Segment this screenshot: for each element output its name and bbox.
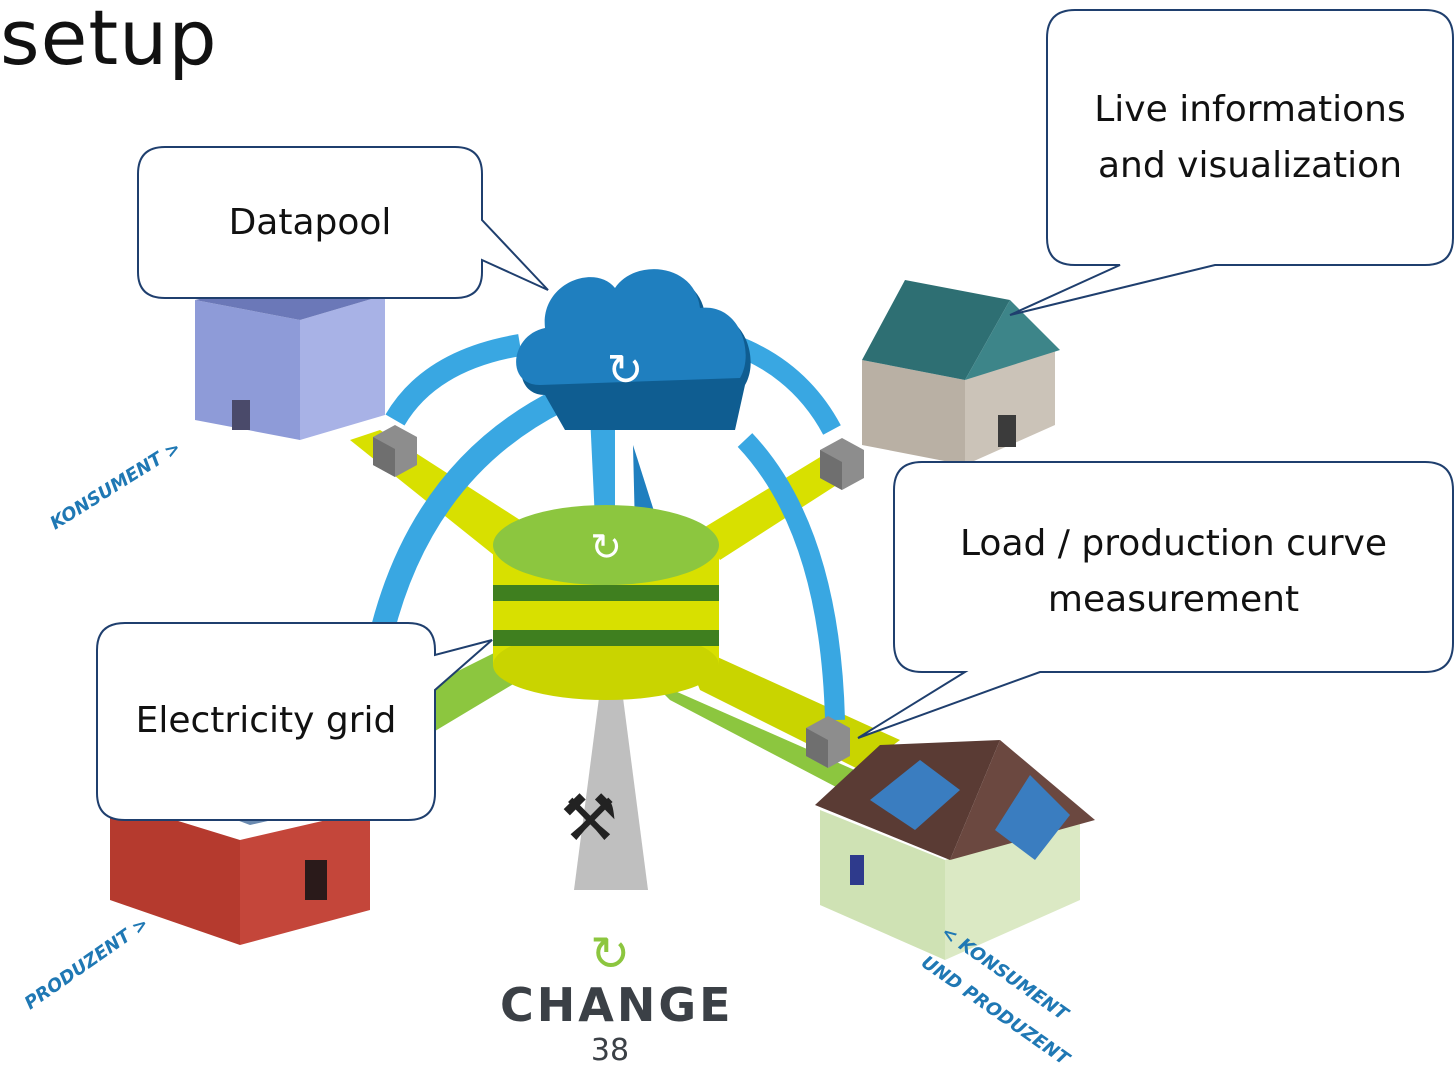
callout-load-bubble bbox=[857, 461, 1454, 739]
brand-name: CHANGE bbox=[500, 978, 734, 1032]
spoke-green-solarhouse bbox=[650, 680, 900, 810]
grid-hub-icon: ↻ bbox=[590, 527, 622, 569]
meter-box-icon bbox=[820, 438, 864, 490]
arc-cloud-produzent bbox=[368, 389, 566, 643]
callout-load-line2: measurement bbox=[1047, 578, 1300, 620]
cloud-datapool: ↻ bbox=[516, 269, 751, 430]
meter-box-icon bbox=[806, 716, 850, 768]
arc-cloud-konsument bbox=[385, 334, 522, 426]
maintenance-beam bbox=[574, 690, 648, 890]
callout-datapool-bubble bbox=[137, 146, 549, 299]
callout-live-line1: Live informations bbox=[1094, 89, 1406, 130]
callout-live-line2: and visualization bbox=[1097, 144, 1403, 186]
apartment-building bbox=[195, 280, 385, 440]
label-konsument: KONSUMENT > bbox=[47, 437, 185, 534]
arc-cloud-solarhouse bbox=[737, 433, 845, 721]
brand-number: 38 bbox=[590, 1033, 630, 1068]
brand-flame-icon: ↻ bbox=[590, 928, 630, 981]
solar-house bbox=[815, 740, 1095, 960]
callout-load-text: Load / production curve measurement bbox=[894, 516, 1453, 628]
callout-grid-bubble bbox=[96, 622, 493, 821]
label-produzent: PRODUZENT > bbox=[21, 913, 153, 1014]
tools-icon: ⚒ bbox=[560, 782, 617, 854]
callout-live-text: Live informations and visualization bbox=[1047, 82, 1453, 194]
cloud-flame-icon: ↻ bbox=[607, 346, 644, 395]
callout-live-bubble bbox=[1009, 9, 1454, 316]
callout-load-line1: Load / production curve bbox=[960, 523, 1387, 564]
meter-box-icon bbox=[373, 425, 417, 477]
uplink-arrow bbox=[590, 415, 615, 520]
gable-house bbox=[862, 280, 1060, 465]
callout-grid-text: Electricity grid bbox=[135, 700, 397, 741]
grid-hub: ↻ bbox=[493, 505, 719, 700]
slide-title: setup bbox=[0, 0, 218, 82]
callout-datapool-text: Datapool bbox=[228, 202, 392, 243]
